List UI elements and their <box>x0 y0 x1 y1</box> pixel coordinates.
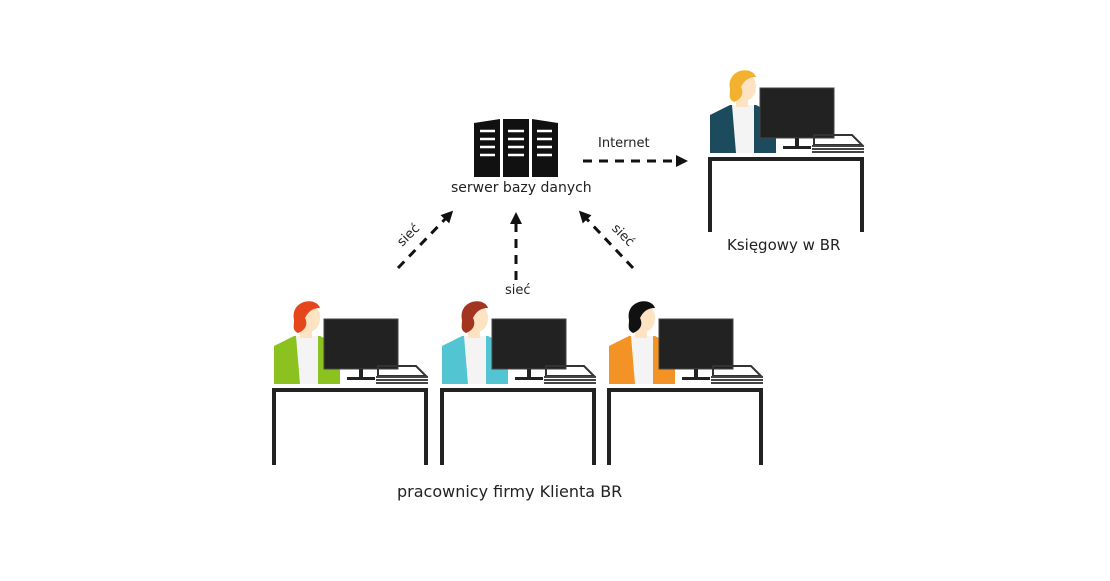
desk-leg-right <box>759 388 763 465</box>
desk-top <box>607 388 763 392</box>
monitor-stand <box>527 369 531 378</box>
employee-workstation <box>272 301 429 465</box>
paper-stack-line <box>544 379 596 381</box>
accountant-label: Księgowy w BR <box>727 236 841 254</box>
person-hair <box>293 301 320 333</box>
person-shirt <box>296 336 318 384</box>
paper-stack-line <box>376 382 428 384</box>
desk-top <box>272 388 428 392</box>
paper-stack-line <box>812 148 864 150</box>
monitor-base <box>515 377 543 380</box>
internet-label: Internet <box>598 136 650 151</box>
desk-leg-right <box>424 388 428 465</box>
monitor <box>759 87 835 139</box>
monitor <box>323 318 399 370</box>
server-label: serwer bazy danych <box>451 180 592 196</box>
paper-stack-line <box>376 379 428 381</box>
employee-workstation <box>607 301 764 465</box>
desk-leg-left <box>272 388 276 465</box>
desk-leg-right <box>860 157 864 232</box>
person-shirt <box>464 336 486 384</box>
paper-stack-line <box>544 376 596 378</box>
paper-stack-line <box>711 382 763 384</box>
person-hair <box>628 301 655 333</box>
paper-stack-line <box>711 376 763 378</box>
paper-stack-line <box>711 379 763 381</box>
monitor-stand <box>795 138 799 147</box>
person-hair <box>461 301 488 333</box>
network-arrow-left <box>396 210 454 270</box>
network-label-center: sieć <box>505 283 531 298</box>
monitor <box>658 318 734 370</box>
desk-top <box>440 388 596 392</box>
monitor-base <box>783 146 811 149</box>
person-shirt <box>732 105 754 153</box>
monitor-stand <box>694 369 698 378</box>
network-arrow-right <box>578 210 635 270</box>
person-shirt <box>631 336 653 384</box>
monitor-stand <box>359 369 363 378</box>
desk-leg-left <box>708 157 712 232</box>
employee-workstation <box>440 301 597 465</box>
paper-stack-line <box>544 382 596 384</box>
paper-stack-line <box>812 151 864 153</box>
desk-leg-left <box>440 388 444 465</box>
person-neck <box>468 328 480 338</box>
paper-stack-line <box>812 145 864 147</box>
person-hair <box>729 70 756 102</box>
accountant-workstation <box>708 70 865 232</box>
server-icon <box>474 119 558 177</box>
desk-leg-right <box>592 388 596 465</box>
desk-leg-left <box>607 388 611 465</box>
monitor <box>491 318 567 370</box>
person-neck <box>635 328 647 338</box>
monitor-base <box>682 377 710 380</box>
monitor-base <box>347 377 375 380</box>
employees-label: pracownicy firmy Klienta BR <box>397 482 623 501</box>
desk-top <box>708 157 864 161</box>
paper-stack-line <box>376 376 428 378</box>
person-neck <box>736 97 748 107</box>
person-neck <box>300 328 312 338</box>
